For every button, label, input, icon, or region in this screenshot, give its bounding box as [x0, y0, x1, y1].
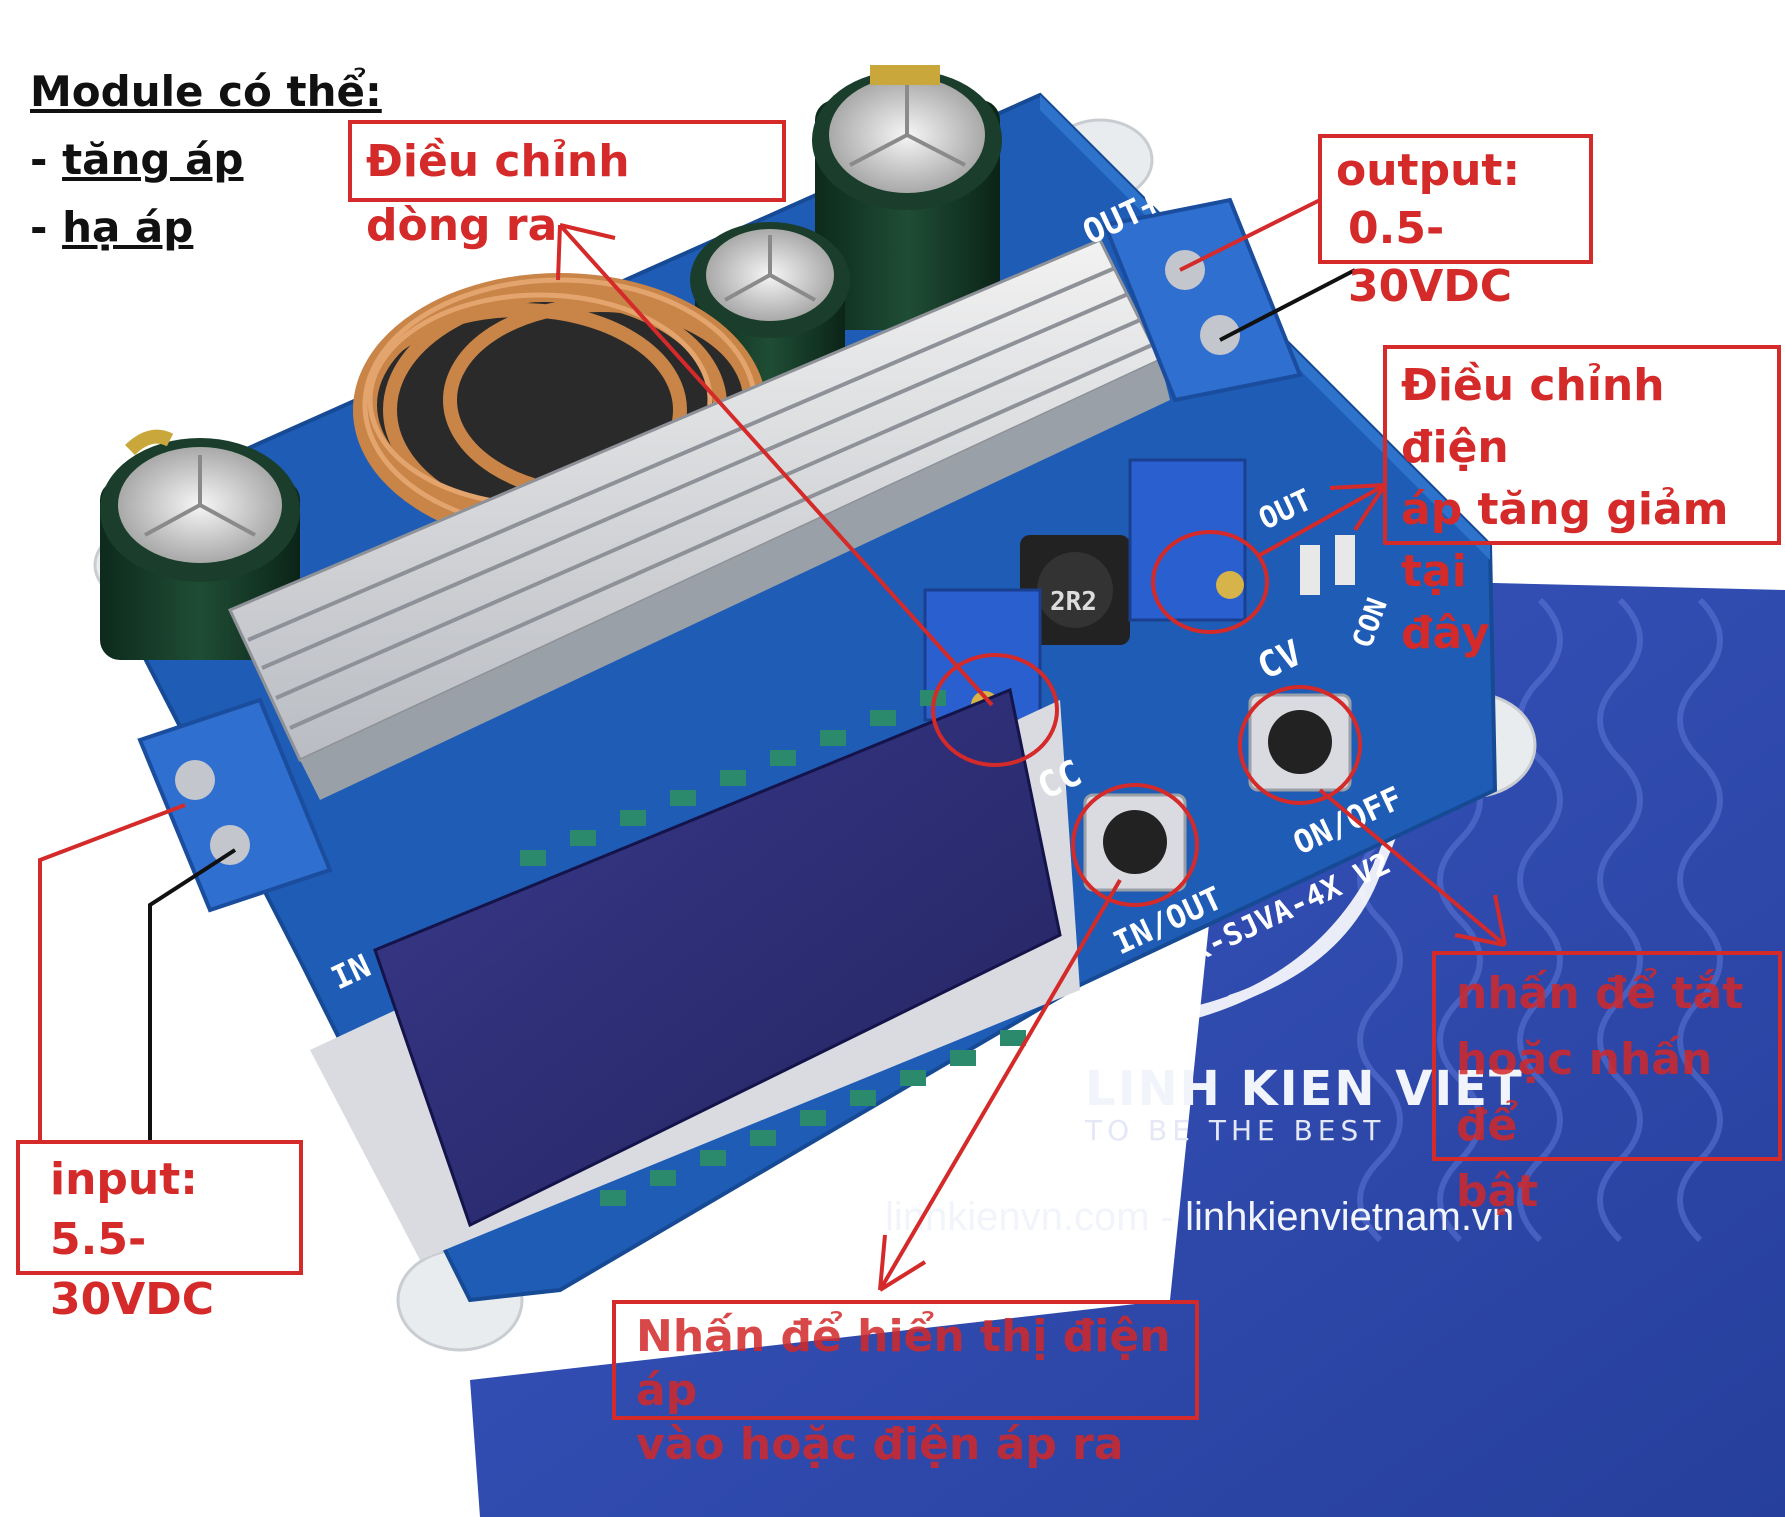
lcd-display [310, 687, 1080, 1260]
feature-item: - hạ áp [30, 203, 194, 252]
feature-item-text: hạ áp [62, 203, 194, 252]
watermark-card [470, 577, 1785, 1517]
status-leds [1300, 535, 1355, 595]
silk-inductor: 2R2 [1050, 587, 1097, 617]
watermark-brand: LINH KIEN VIET [1085, 1061, 1524, 1117]
annotation-circles [931, 530, 1362, 907]
input-terminal [137, 697, 333, 913]
potentiometers [923, 458, 1247, 722]
feature-list: Module có thể: - tăng áp - hạ áp [30, 58, 382, 262]
callout-output: output: 0.5-30VDC [1318, 134, 1593, 312]
capacitors [100, 65, 1002, 660]
callout-voltage-adjust: Điều chỉnh điện áp tăng giảm tại đây [1383, 345, 1781, 659]
feature-item-text: tăng áp [62, 135, 244, 184]
callout-input: input: 5.5-30VDC [16, 1140, 303, 1325]
push-buttons [1083, 693, 1352, 892]
annotation-black-lines [148, 268, 1356, 1140]
feature-item: - tăng áp [30, 135, 244, 184]
annotation-arrows [38, 198, 1507, 1292]
feature-title: Module có thể: [30, 67, 382, 116]
callout-onoff: nhấn để tắt hoặc nhấn để bật [1432, 951, 1782, 1217]
callout-inout: Nhấn để hiển thị điện áp vào hoặc điện á… [612, 1300, 1199, 1470]
watermark-sites: linhkienvn.com - linhkienvietnam.vn [885, 1195, 1514, 1239]
smd-inductor [1020, 535, 1130, 645]
callout-current-adjust: Điều chỉnh dòng ra [348, 120, 786, 251]
output-terminal [1102, 197, 1303, 403]
watermark-tagline: TO BE THE BEST [1084, 1114, 1385, 1147]
